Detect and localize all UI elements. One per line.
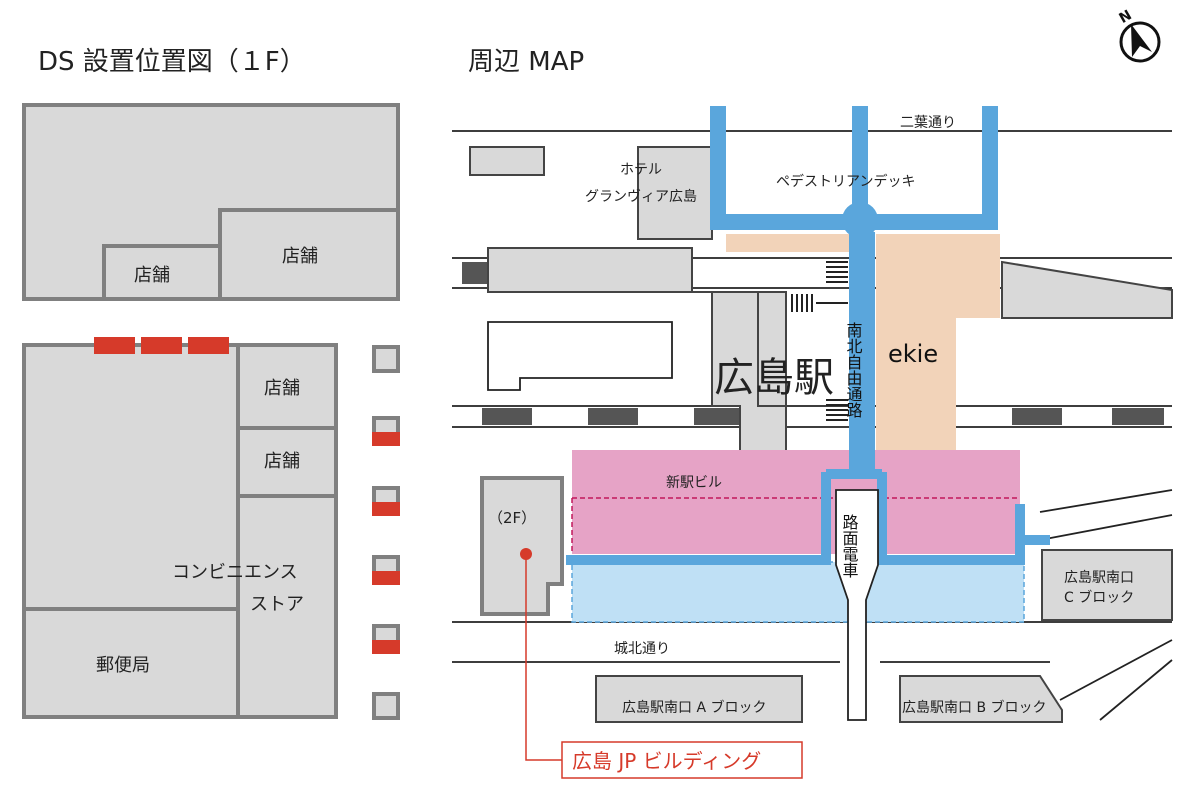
post-office: [22, 607, 240, 719]
area-map-title: 周辺 MAP: [468, 47, 584, 77]
shop-top-large-label: 店舗: [282, 246, 318, 267]
compass-icon: N: [1117, 7, 1161, 63]
hotel-label-line1: ホテル: [620, 162, 662, 178]
callout-line: [525, 554, 562, 761]
block-c-label-line1: 広島駅南口: [1064, 570, 1134, 586]
railway: [452, 257, 1172, 428]
callout-box: [561, 741, 803, 779]
block-b-label: 広島駅南口 B ブロック: [902, 699, 1047, 716]
road-line: [1059, 639, 1173, 701]
ds-marker: [141, 337, 182, 354]
walkway-south-west: [566, 472, 831, 565]
station-label: 広島駅: [714, 355, 834, 401]
jp-building: [480, 476, 564, 616]
road-bottom-label: 城北通り: [614, 641, 670, 657]
convenience-store: [236, 494, 338, 719]
shop-top-small-label: 店舗: [134, 265, 170, 286]
new-station-building: [572, 450, 1020, 554]
block-c-label-line2: C ブロック: [1064, 589, 1134, 606]
floor-plan: 店舗 店舗 店舗 店舗 コンビニエンス ストア 郵便局: [22, 103, 400, 720]
walkway-network: [566, 106, 1050, 565]
station-wing: [757, 291, 787, 407]
ds-marker: [372, 502, 400, 516]
shop-mid-2: [236, 426, 338, 498]
road-line: [1099, 659, 1173, 721]
block-a-label: 広島駅南口 A ブロック: [622, 699, 766, 716]
building-east: [1001, 260, 1173, 319]
ekie-upper: [876, 234, 1000, 318]
pillar: [372, 692, 400, 720]
floor-plan-title: DS 設置位置図（１F）: [38, 47, 306, 77]
building-outline: [487, 321, 673, 391]
block-a: [595, 675, 803, 723]
deck-hub: [842, 202, 878, 238]
callout-label: 広島 JP ビルディング: [572, 749, 761, 773]
ds-marker: [372, 571, 400, 585]
ds-marker: [188, 337, 229, 354]
stairs-icon: [826, 399, 848, 421]
north-south-passage-label: 南北自由通路: [844, 322, 863, 418]
south-plaza: [571, 561, 1025, 623]
area-map: ホテル グランヴィア広島 ekie: [452, 106, 1173, 779]
floor-2f-label: （2F）: [488, 509, 536, 527]
stairs-icon: [791, 294, 848, 312]
ekie-label: ekie: [888, 340, 938, 368]
vchar: 南北自由通路: [844, 322, 863, 418]
deck-label: ペデストリアンデッキ: [776, 173, 915, 190]
ds-marker: [372, 640, 400, 654]
hotel-label-line2: グランヴィア広島: [585, 188, 697, 205]
shop-top-small: [102, 244, 222, 301]
walkway-south-east: [877, 472, 1025, 565]
tram-label: 路面電車: [840, 514, 859, 578]
stairs-icon: [826, 261, 848, 283]
road-top-label: 二葉通り: [900, 115, 956, 131]
shop-top-large: [218, 208, 400, 301]
convenience-label-line1: コンビニエンス: [172, 562, 298, 583]
shop-mid-1-label: 店舗: [264, 378, 300, 399]
ds-marker: [94, 337, 135, 354]
block-b: [899, 675, 1063, 723]
vchar: 路面電車: [840, 514, 859, 578]
new-station-building-label: 新駅ビル: [666, 475, 722, 491]
tram-track: [835, 489, 879, 721]
building-small: [469, 146, 545, 176]
road-line: [1039, 489, 1173, 513]
shop-mid-2-label: 店舗: [264, 451, 300, 472]
deck-peach: [726, 234, 848, 252]
convenience-label-line2: ストア: [250, 594, 304, 615]
pillar-column: [372, 345, 400, 720]
hotel-building: [637, 146, 713, 240]
ds-marker: [372, 432, 400, 446]
road-line: [1039, 514, 1173, 541]
pillar: [372, 345, 400, 373]
ekie-lower: [876, 318, 956, 452]
post-office-label: 郵便局: [96, 655, 150, 676]
block-c: [1041, 549, 1173, 621]
